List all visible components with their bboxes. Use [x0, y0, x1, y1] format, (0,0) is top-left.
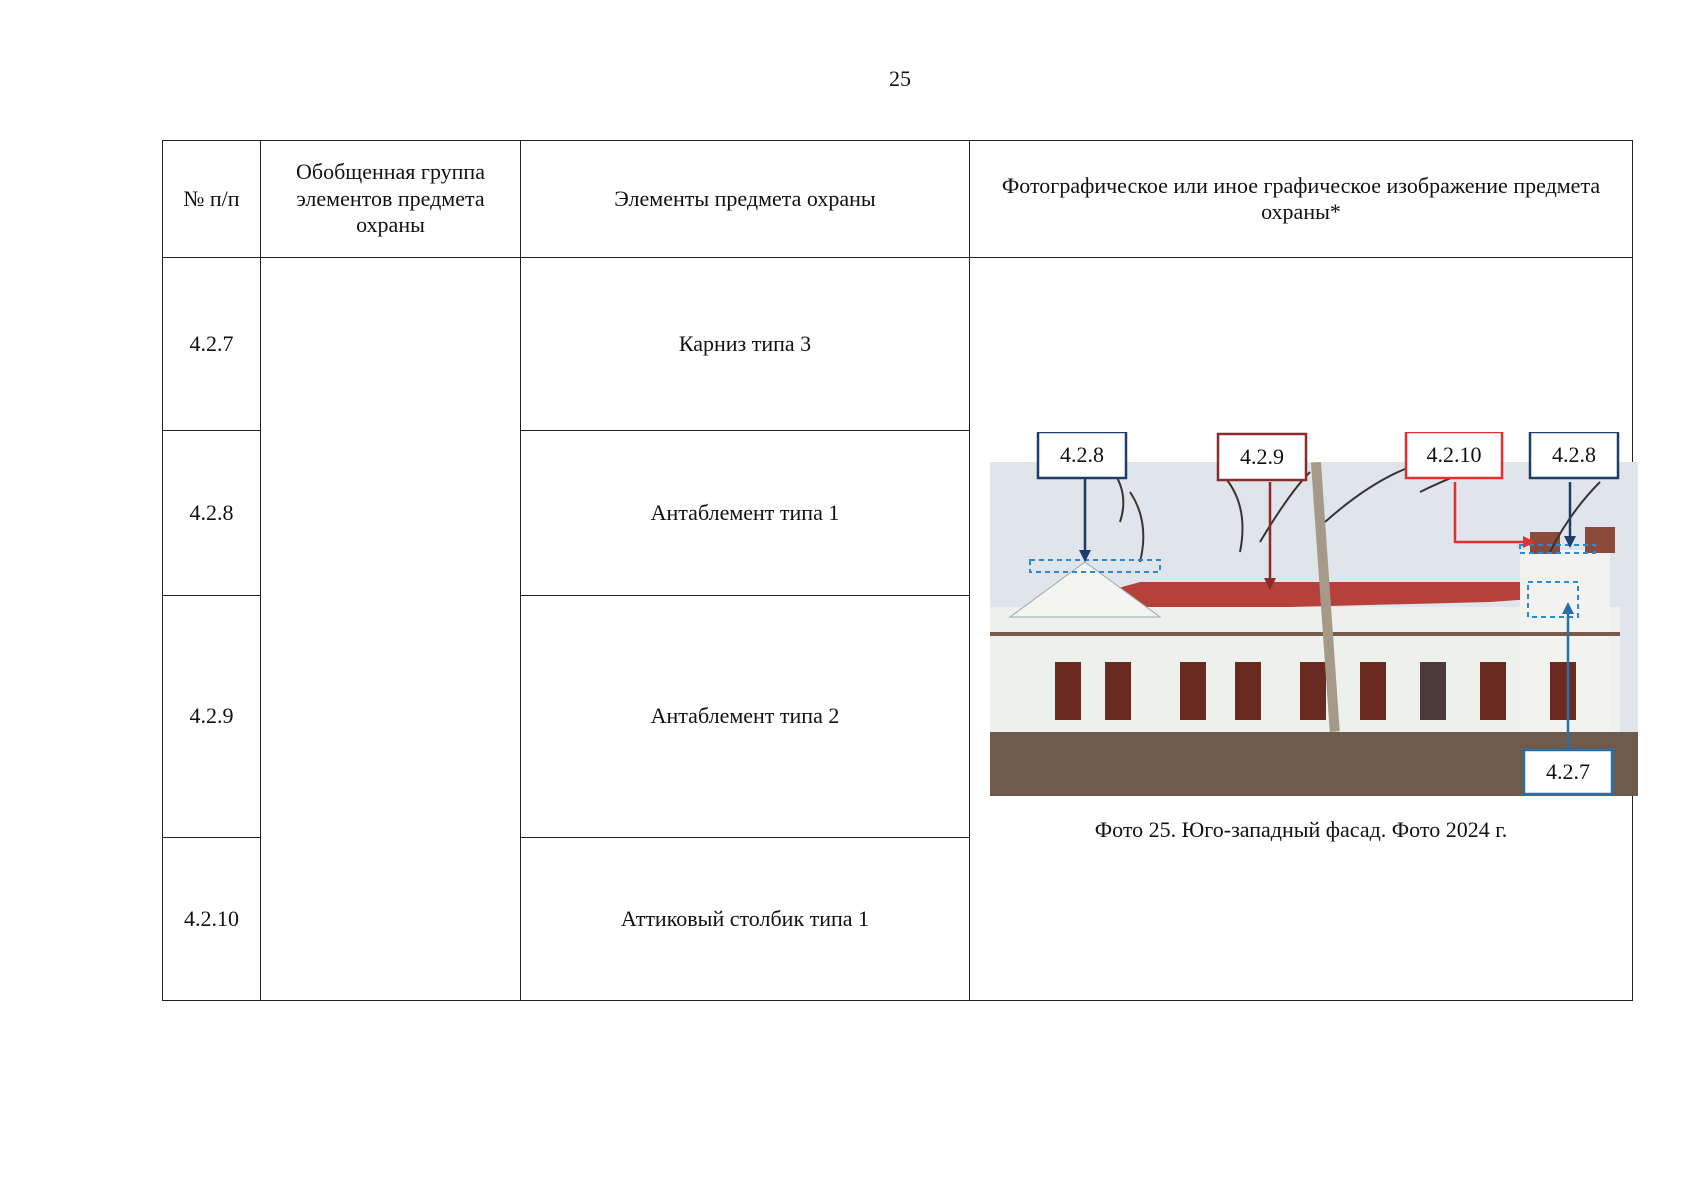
arrow-head	[1564, 536, 1576, 548]
arrow-head	[1079, 550, 1091, 562]
label-4-2-9: 4.2.9	[1240, 444, 1284, 469]
label-box	[1528, 432, 1620, 480]
arrow-head	[1562, 602, 1574, 614]
table-header-row: № п/п Обобщенная группа элементов предме…	[162, 140, 1633, 258]
table-row: 4.2.10 Аттиковый столбик типа 1	[162, 837, 1633, 1001]
arrow-head	[1264, 578, 1276, 590]
arrows	[1083, 477, 1572, 752]
row-element: Карниз типа 3	[520, 257, 970, 431]
page-number: 25	[889, 66, 911, 91]
window	[1180, 662, 1206, 720]
label-4-2-10: 4.2.10	[1427, 442, 1482, 467]
photo-caption: Фото 25. Юго-западный фасад. Фото 2024 г…	[1094, 817, 1508, 842]
tower-top-right	[1585, 527, 1615, 553]
row-num: 4.2.7	[162, 257, 261, 431]
building-photo: 4.2.8 4.2.9 4.2.10 4.2.8 4.2.7	[990, 432, 1638, 796]
group-cell	[260, 257, 521, 1001]
row-element: Антаблемент типа 2	[520, 595, 970, 838]
window	[1235, 662, 1261, 720]
table-row: 4.2.9 Антаблемент типа 2	[162, 595, 1633, 838]
label-4-2-7: 4.2.7	[1546, 759, 1590, 784]
label-box	[1216, 432, 1308, 482]
table-row: 4.2.7 Карниз типа 3	[162, 257, 1638, 1001]
header-photo: Фотографическое или иное графическое изо…	[969, 140, 1633, 258]
window	[1480, 662, 1506, 720]
roof	[1050, 582, 1560, 612]
window	[1420, 662, 1446, 720]
protection-table: № п/п Обобщенная группа элементов предме…	[162, 140, 1638, 1001]
photo-wrap: 4.2.8 4.2.9 4.2.10 4.2.8 4.2.7 Фото 25. …	[978, 262, 1638, 996]
row-num: 4.2.9	[162, 595, 261, 838]
window	[1300, 662, 1326, 720]
row-element: Аттиковый столбик типа 1	[520, 837, 970, 1001]
window	[1360, 662, 1386, 720]
header-num: № п/п	[162, 140, 261, 258]
row-num: 4.2.10	[162, 837, 261, 1001]
label-4-2-8-left: 4.2.8	[1060, 442, 1104, 467]
window	[1055, 662, 1081, 720]
header-group: Обобщенная группа элементов предмета охр…	[260, 140, 521, 258]
tree-trunk	[1310, 461, 1340, 733]
window	[1550, 662, 1576, 720]
row-element: Антаблемент типа 1	[520, 430, 970, 596]
label-box	[1522, 748, 1614, 796]
photo-cell: 4.2.8 4.2.9 4.2.10 4.2.8 4.2.7 Фото 25. …	[969, 257, 1638, 1001]
table-row: 4.2.8 Антаблемент типа 1	[162, 430, 1633, 596]
arrow-head	[1523, 536, 1535, 548]
label-box	[1036, 432, 1128, 480]
highlight-4-2-8-left	[1029, 559, 1161, 573]
highlight-4-2-8-right	[1519, 544, 1596, 554]
label-box	[1404, 432, 1504, 480]
row-num: 4.2.8	[162, 430, 261, 596]
label-4-2-8-right: 4.2.8	[1552, 442, 1596, 467]
highlight-4-2-10	[1527, 581, 1579, 618]
cornice-line	[990, 632, 1620, 636]
gable	[1008, 561, 1162, 618]
header-elements: Элементы предмета охраны	[520, 140, 970, 258]
window	[1105, 662, 1131, 720]
